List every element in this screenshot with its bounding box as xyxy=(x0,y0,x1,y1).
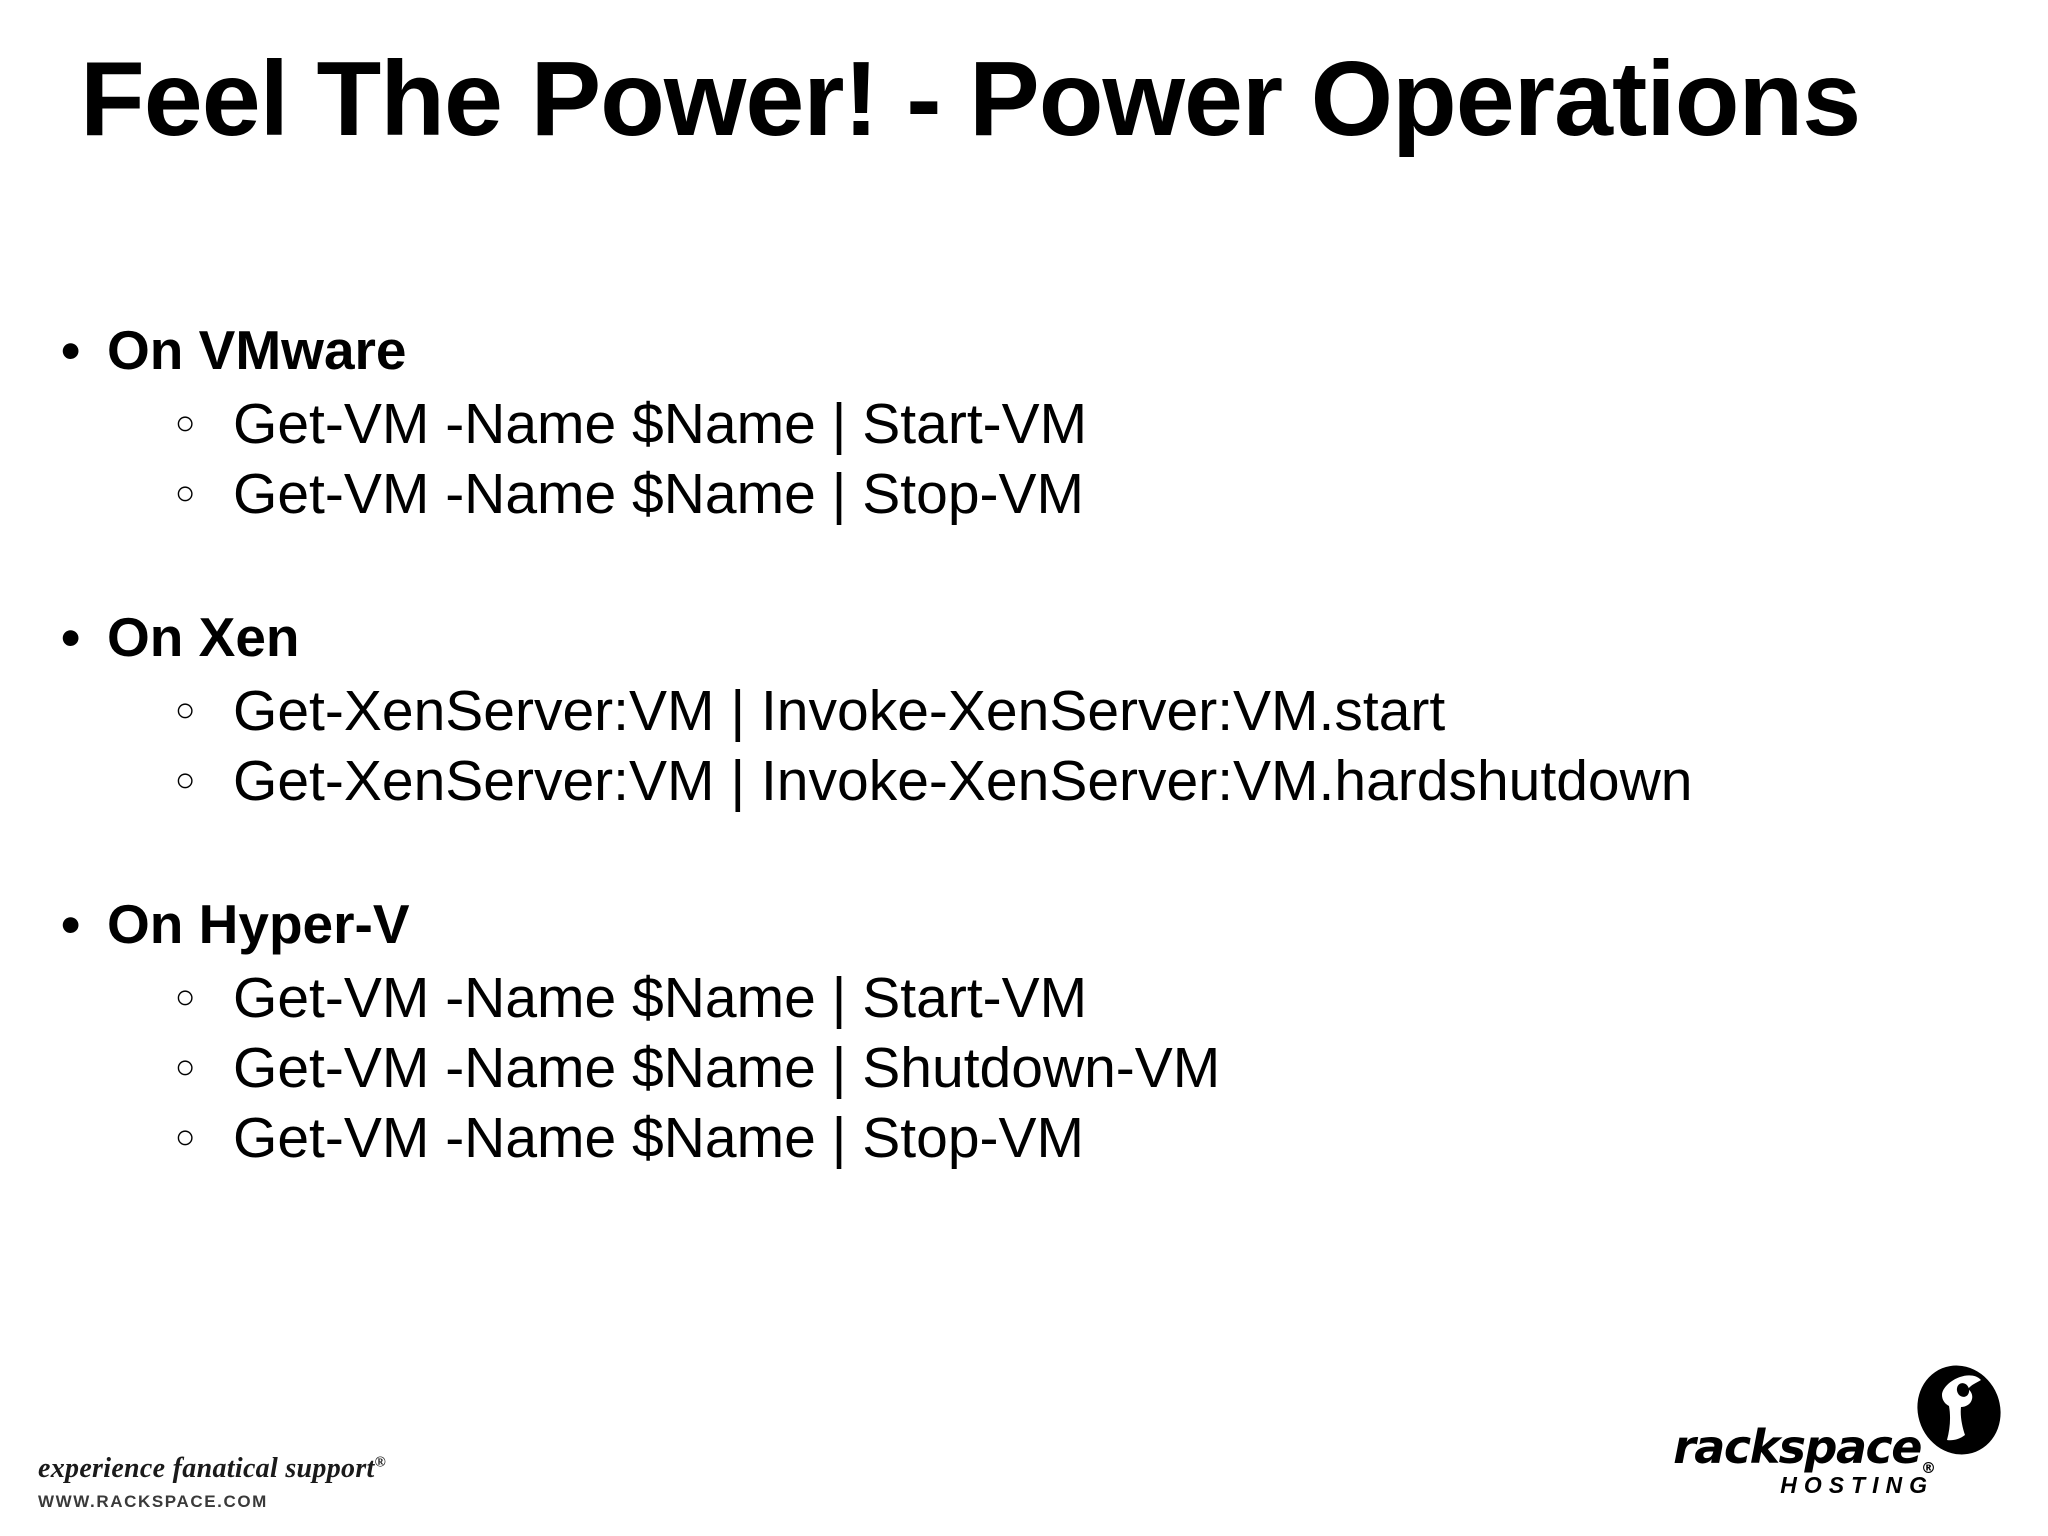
list-item-label: Get-XenServer:VM | Invoke-XenServer:VM.h… xyxy=(233,749,1693,814)
bullet-dot-icon: • xyxy=(61,319,81,381)
registered-mark-icon: ® xyxy=(374,1454,387,1471)
list-item: ○ Get-VM -Name $Name | Start-VM xyxy=(55,389,2015,459)
bullet-dot-icon: • xyxy=(61,606,81,669)
bullet-circle-icon: ○ xyxy=(175,691,196,729)
sub-list-hyperv: ○ Get-VM -Name $Name | Start-VM ○ Get-VM… xyxy=(55,963,2015,1173)
bullet-group-xen: • On Xen ○ Get-XenServer:VM | Invoke-Xen… xyxy=(55,605,2015,816)
list-item: ○ Get-XenServer:VM | Invoke-XenServer:VM… xyxy=(55,746,2015,816)
sub-list-xen: ○ Get-XenServer:VM | Invoke-XenServer:VM… xyxy=(55,676,2015,816)
list-item-label: Get-VM -Name $Name | Start-VM xyxy=(233,966,1088,1031)
slide-body: • On VMware ○ Get-VM -Name $Name | Start… xyxy=(55,318,2015,1173)
list-item: ○ Get-XenServer:VM | Invoke-XenServer:VM… xyxy=(55,676,2015,746)
group-heading-label: On VMware xyxy=(107,319,407,381)
list-item: ○ Get-VM -Name $Name | Stop-VM xyxy=(55,1103,2015,1173)
fanatical-support-tagline: experience fanatical support® xyxy=(38,1453,458,1485)
group-heading-xen: • On Xen xyxy=(55,605,2015,670)
list-item: ○ Get-VM -Name $Name | Start-VM xyxy=(55,963,2015,1033)
rackspace-url: WWW.RACKSPACE.COM xyxy=(38,1492,268,1511)
rackspace-hosting-label: HOSTING xyxy=(1780,1472,1934,1498)
rackspace-oval-mark-icon xyxy=(1917,1365,2001,1455)
list-item-label: Get-XenServer:VM | Invoke-XenServer:VM.s… xyxy=(233,679,1446,743)
bullet-group-vmware: • On VMware ○ Get-VM -Name $Name | Start… xyxy=(55,318,2015,529)
bullet-circle-icon: ○ xyxy=(175,474,196,512)
bullet-circle-icon: ○ xyxy=(175,1118,196,1157)
wordmark-text: rackspace xyxy=(1673,1420,1922,1474)
list-item-label: Get-VM -Name $Name | Stop-VM xyxy=(233,1106,1085,1171)
bullet-group-hyperv: • On Hyper-V ○ Get-VM -Name $Name | Star… xyxy=(55,892,2015,1173)
bullet-circle-icon: ○ xyxy=(175,1048,196,1087)
list-item: ○ Get-VM -Name $Name | Shutdown-VM xyxy=(55,1033,2015,1103)
group-heading-hyperv: • On Hyper-V xyxy=(55,892,2015,957)
group-heading-label: On Xen xyxy=(107,606,300,669)
page-title: Feel The Power! - Power Operations xyxy=(80,40,1861,158)
footer-tagline-block: experience fanatical support® WWW.RACKSP… xyxy=(38,1453,458,1512)
tagline-text: experience fanatical support xyxy=(38,1453,375,1484)
list-item: ○ Get-VM -Name $Name | Stop-VM xyxy=(55,459,2015,529)
sub-list-vmware: ○ Get-VM -Name $Name | Start-VM ○ Get-VM… xyxy=(55,389,2015,529)
bullet-circle-icon: ○ xyxy=(175,978,196,1017)
bullet-circle-icon: ○ xyxy=(175,761,196,800)
group-heading-vmware: • On VMware xyxy=(55,318,2015,383)
list-item-label: Get-VM -Name $Name | Stop-VM xyxy=(233,462,1085,526)
list-item-label: Get-VM -Name $Name | Shutdown-VM xyxy=(233,1036,1221,1101)
list-item-label: Get-VM -Name $Name | Start-VM xyxy=(233,391,1088,456)
rackspace-wordmark: rackspace® xyxy=(1673,1420,1936,1477)
rackspace-logo: rackspace® HOSTING xyxy=(1673,1364,2008,1514)
group-heading-label: On Hyper-V xyxy=(107,893,410,956)
registered-mark-icon: ® xyxy=(1921,1459,1936,1478)
bullet-circle-icon: ○ xyxy=(175,403,196,442)
bullet-dot-icon: • xyxy=(61,893,81,956)
